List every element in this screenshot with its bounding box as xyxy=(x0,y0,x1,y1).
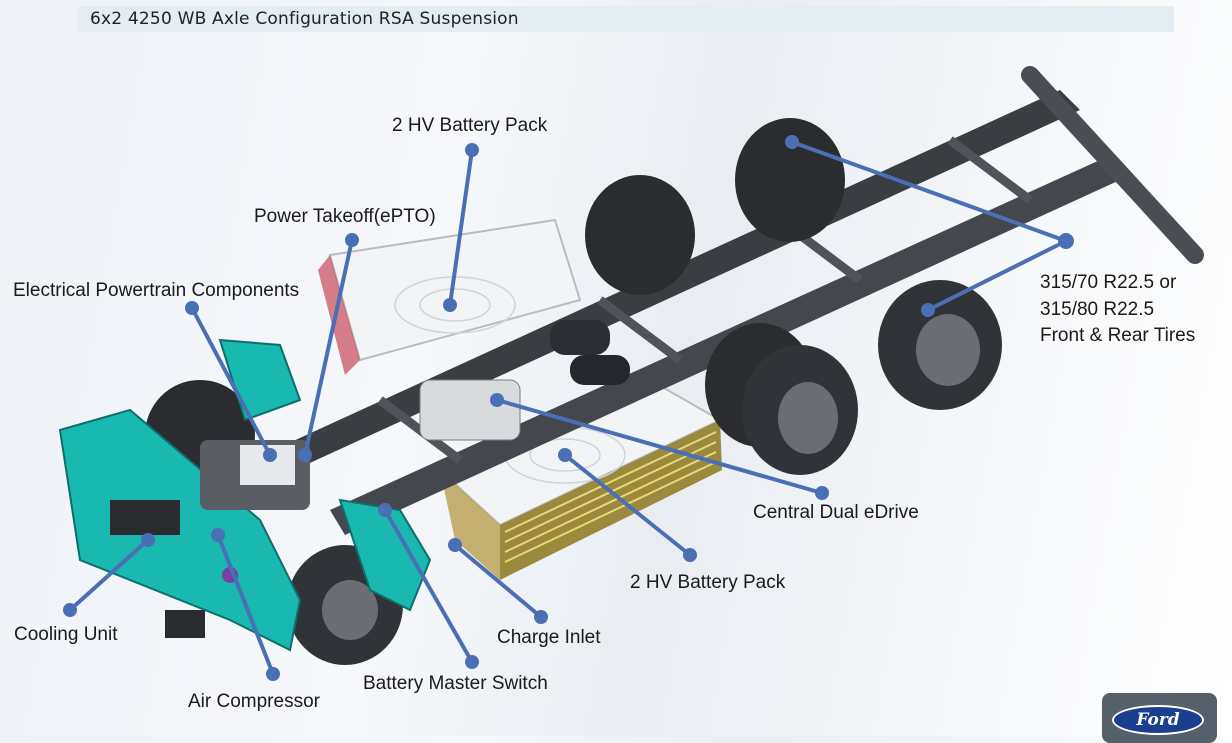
label-battery-pack-top: 2 HV Battery Pack xyxy=(392,115,548,136)
ford-oval-icon: Ford xyxy=(1112,705,1204,735)
ford-logo: Ford xyxy=(1102,693,1217,743)
label-battery-pack-bottom: 2 HV Battery Pack xyxy=(630,572,786,593)
label-power-takeoff: Power Takeoff(ePTO) xyxy=(254,206,436,227)
title-bar: 6x2 4250 WB Axle Configuration RSA Suspe… xyxy=(78,6,1174,32)
label-charge-inlet: Charge Inlet xyxy=(497,627,601,648)
label-electrical-powertrain: Electrical Powertrain Components xyxy=(13,280,300,301)
label-tires-line2: 315/80 R22.5 xyxy=(1040,299,1155,320)
label-battery-master-switch: Battery Master Switch xyxy=(363,673,548,694)
logo-text: Ford xyxy=(1136,710,1180,730)
label-air-compressor: Air Compressor xyxy=(188,691,320,712)
label-tires-line3: Front & Rear Tires xyxy=(1040,325,1196,346)
label-tires-line1: 315/70 R22.5 or xyxy=(1040,272,1177,293)
callout-lines xyxy=(63,135,1074,681)
label-central-edrive: Central Dual eDrive xyxy=(753,502,919,523)
rear-wheels xyxy=(585,118,1002,475)
page-title: 6x2 4250 WB Axle Configuration RSA Suspe… xyxy=(90,9,519,29)
label-cooling-unit: Cooling Unit xyxy=(14,624,118,645)
